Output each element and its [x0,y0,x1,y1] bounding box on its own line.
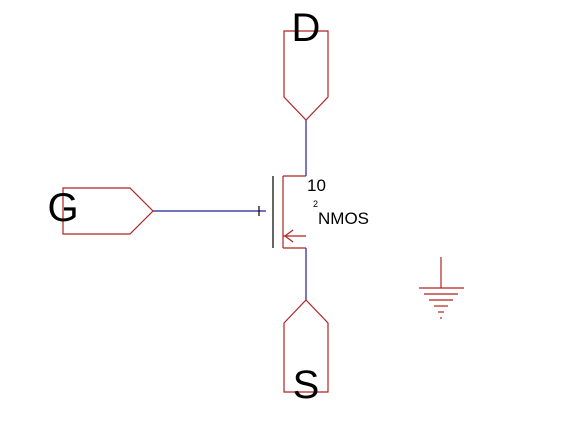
transistor-width: 10 [307,176,326,195]
ground-symbol-icon[interactable] [419,257,464,319]
drain-port[interactable]: D [283,6,329,121]
drain-port-label: D [292,6,321,50]
nmos-transistor-symbol-icon[interactable] [258,175,306,249]
gate-port-outline-icon [62,187,154,235]
transistor-model: NMOS [318,209,369,228]
drain-port-outline-icon [283,30,329,121]
source-port-outline-icon [283,299,329,393]
source-port-label: S [293,363,320,407]
gate-port-label: G [47,186,78,230]
gate-port[interactable]: G [47,186,154,235]
source-port[interactable]: S [283,299,329,407]
transistor-length: 2 [313,199,318,209]
